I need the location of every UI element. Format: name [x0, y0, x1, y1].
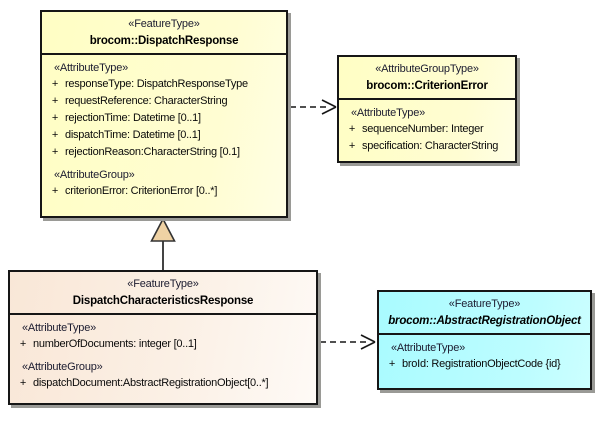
class-box-dispatch-response: «FeatureType» brocom::DispatchResponse «…	[40, 10, 288, 218]
class-header: «AttributeGroupType» brocom::CriterionEr…	[339, 57, 515, 100]
visibility-marker: +	[51, 146, 59, 158]
attributes-compartment: «AttributeType» + sequenceNumber: Intege…	[339, 100, 515, 158]
visibility-marker: +	[388, 358, 396, 370]
visibility-marker: +	[51, 78, 59, 90]
attribute-row: + sequenceNumber: Integer	[342, 121, 512, 138]
dependency-arrow-dispatchcharacteristics-to-abstractregistrationobject	[320, 334, 376, 350]
open-arrowhead	[321, 99, 337, 115]
visibility-marker: +	[51, 95, 59, 107]
attribute-group-heading: «AttributeGroup»	[22, 361, 103, 373]
stereotype-label: «FeatureType»	[127, 278, 199, 290]
attribute-text: rejectionTime: Datetime [0..1]	[65, 112, 201, 124]
attribute-row: + rejectionTime: Datetime [0..1]	[45, 110, 283, 127]
attribute-text: specification: CharacterString	[362, 140, 499, 152]
attribute-text: dispatchDocument:AbstractRegistrationObj…	[33, 377, 269, 389]
attribute-row: + numberOfDocuments: integer [0..1]	[13, 336, 313, 353]
dependency-arrow-dispatchresponse-to-criterionerror	[290, 99, 337, 115]
class-header: «FeatureType» brocom::DispatchResponse	[42, 12, 286, 55]
class-name: brocom::AbstractRegistrationObject	[388, 315, 581, 327]
visibility-marker: +	[19, 377, 27, 389]
attribute-row: + dispatchTime: Datetime [0..1]	[45, 127, 283, 144]
class-name: brocom::DispatchResponse	[89, 35, 239, 47]
attribute-text: sequenceNumber: Integer	[362, 123, 484, 135]
attribute-type-heading: «AttributeType»	[22, 322, 97, 334]
attribute-text: rejectionReason:CharacterString [0.1]	[65, 146, 240, 158]
class-header: «FeatureType» DispatchCharacteristicsRes…	[10, 272, 316, 315]
visibility-marker: +	[348, 140, 356, 152]
visibility-marker: +	[51, 129, 59, 141]
visibility-marker: +	[51, 185, 59, 197]
class-name: DispatchCharacteristicsResponse	[72, 295, 254, 307]
attribute-type-heading: «AttributeType»	[391, 342, 466, 354]
open-arrowhead	[360, 334, 376, 350]
attributes-compartment: «AttributeType» + broId: RegistrationObj…	[379, 335, 590, 376]
attribute-text: numberOfDocuments: integer [0..1]	[33, 338, 197, 350]
stereotype-label: «AttributeGroupType»	[375, 63, 479, 75]
attribute-row: + responseType: DispatchResponseType	[45, 76, 283, 93]
class-header: «FeatureType» brocom::AbstractRegistrati…	[379, 292, 590, 335]
attribute-text: criterionError: CriterionError [0..*]	[65, 185, 218, 197]
class-box-criterion-error: «AttributeGroupType» brocom::CriterionEr…	[337, 55, 517, 163]
attribute-text: requestReference: CharacterString	[65, 95, 228, 107]
visibility-marker: +	[348, 123, 356, 135]
attribute-text: dispatchTime: Datetime [0..1]	[65, 129, 201, 141]
visibility-marker: +	[51, 112, 59, 124]
attribute-row: + requestReference: CharacterString	[45, 93, 283, 110]
hollow-triangle	[150, 217, 176, 242]
generalization-arrow-dispatchcharacteristics-to-dispatchresponse	[150, 217, 176, 270]
attribute-row: + rejectionReason:CharacterString [0.1]	[45, 144, 283, 161]
attribute-group-heading: «AttributeGroup»	[54, 169, 135, 181]
visibility-marker: +	[19, 338, 27, 350]
attribute-text: responseType: DispatchResponseType	[65, 78, 248, 90]
attribute-row: + dispatchDocument:AbstractRegistrationO…	[13, 375, 313, 392]
attribute-type-heading: «AttributeType»	[351, 107, 426, 119]
attributes-compartment: «AttributeType» + responseType: Dispatch…	[42, 55, 286, 203]
class-box-abstract-registration-object: «FeatureType» brocom::AbstractRegistrati…	[377, 290, 592, 390]
attribute-type-heading: «AttributeType»	[54, 62, 129, 74]
attribute-row: + specification: CharacterString	[342, 138, 512, 155]
attribute-row: + broId: RegistrationObjectCode {id}	[382, 356, 587, 373]
attributes-compartment: «AttributeType» + numberOfDocuments: int…	[10, 315, 316, 395]
stereotype-label: «FeatureType»	[128, 18, 200, 30]
class-box-dispatch-characteristics-response: «FeatureType» DispatchCharacteristicsRes…	[8, 270, 318, 405]
attribute-row: + criterionError: CriterionError [0..*]	[45, 183, 283, 200]
stereotype-label: «FeatureType»	[448, 298, 521, 310]
attribute-text: broId: RegistrationObjectCode {id}	[402, 358, 561, 370]
class-name: brocom::CriterionError	[366, 80, 488, 92]
